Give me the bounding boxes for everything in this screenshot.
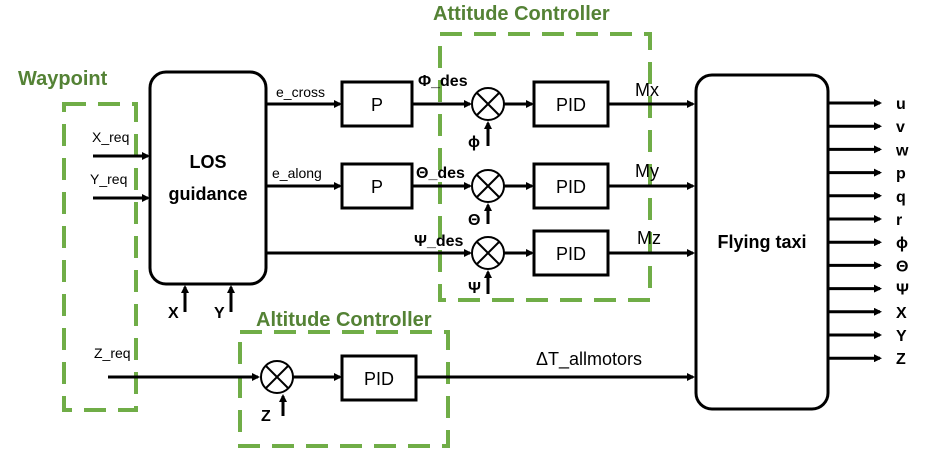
pid-pitch-block	[532, 162, 610, 210]
output-label: Θ	[896, 258, 908, 275]
attitude-controller-title: Attitude Controller	[433, 3, 610, 25]
dt-allmotors-label: ΔT_allmotors	[536, 349, 642, 370]
output-label: u	[896, 96, 906, 113]
pid-yaw-label: PID	[556, 244, 586, 264]
output-label: p	[896, 166, 906, 183]
p-along-label: P	[371, 177, 383, 197]
x-feedback-label: X	[168, 305, 179, 322]
output-label: w	[895, 142, 909, 159]
p-cross-label: P	[371, 95, 383, 115]
sum-junction-psi	[471, 236, 505, 270]
altitude-controller-title: Altitude Controller	[256, 309, 432, 331]
sum-junction-phi	[471, 87, 505, 121]
y-feedback-label: Y	[214, 305, 225, 322]
y-req-label: Y_req	[90, 171, 127, 187]
theta-des-label: Θ_des	[416, 165, 465, 182]
z-feedback-label: Z	[261, 408, 271, 425]
los-guidance-block	[148, 70, 268, 286]
waypoint-group-box	[62, 102, 138, 412]
phi-des-label: Φ_des	[418, 73, 468, 90]
x-req-label: X_req	[92, 129, 129, 145]
p-along-block	[340, 162, 414, 210]
output-label: r	[896, 212, 902, 229]
theta-feedback-label: Θ	[468, 212, 480, 229]
pid-alt-block	[340, 354, 418, 402]
psi-des-label: Ψ_des	[414, 233, 464, 250]
pid-pitch-label: PID	[556, 177, 586, 197]
sum-junction-z	[260, 360, 294, 394]
phi-feedback-label: ϕ	[468, 134, 480, 151]
altitude-controller-group-box	[238, 330, 450, 448]
e-along-label: e_along	[272, 165, 322, 181]
p-cross-block	[340, 80, 414, 128]
output-label: v	[896, 119, 905, 136]
waypoint-title: Waypoint	[18, 68, 108, 90]
los-guidance-label-line1: LOS	[189, 152, 226, 172]
z-req-label: Z_req	[94, 345, 131, 361]
mx-label: Mx	[635, 80, 659, 100]
pid-roll-label: PID	[556, 95, 586, 115]
pid-alt-label: PID	[364, 369, 394, 389]
e-cross-label: e_cross	[276, 84, 325, 100]
mz-label: Mz	[637, 228, 661, 248]
pid-yaw-block	[532, 229, 610, 277]
output-label: Z	[896, 351, 906, 368]
sum-junction-theta	[471, 169, 505, 203]
output-label: Y	[896, 328, 907, 345]
output-label: Ψ	[896, 282, 909, 299]
output-label: ϕ	[896, 235, 908, 252]
psi-feedback-label: Ψ	[468, 280, 481, 297]
los-guidance-label-line2: guidance	[168, 184, 247, 204]
output-label: q	[896, 189, 906, 206]
my-label: My	[635, 161, 659, 181]
flying-taxi-label: Flying taxi	[717, 232, 806, 252]
output-label: X	[896, 305, 907, 322]
attitude-controller-group-box	[438, 32, 652, 302]
